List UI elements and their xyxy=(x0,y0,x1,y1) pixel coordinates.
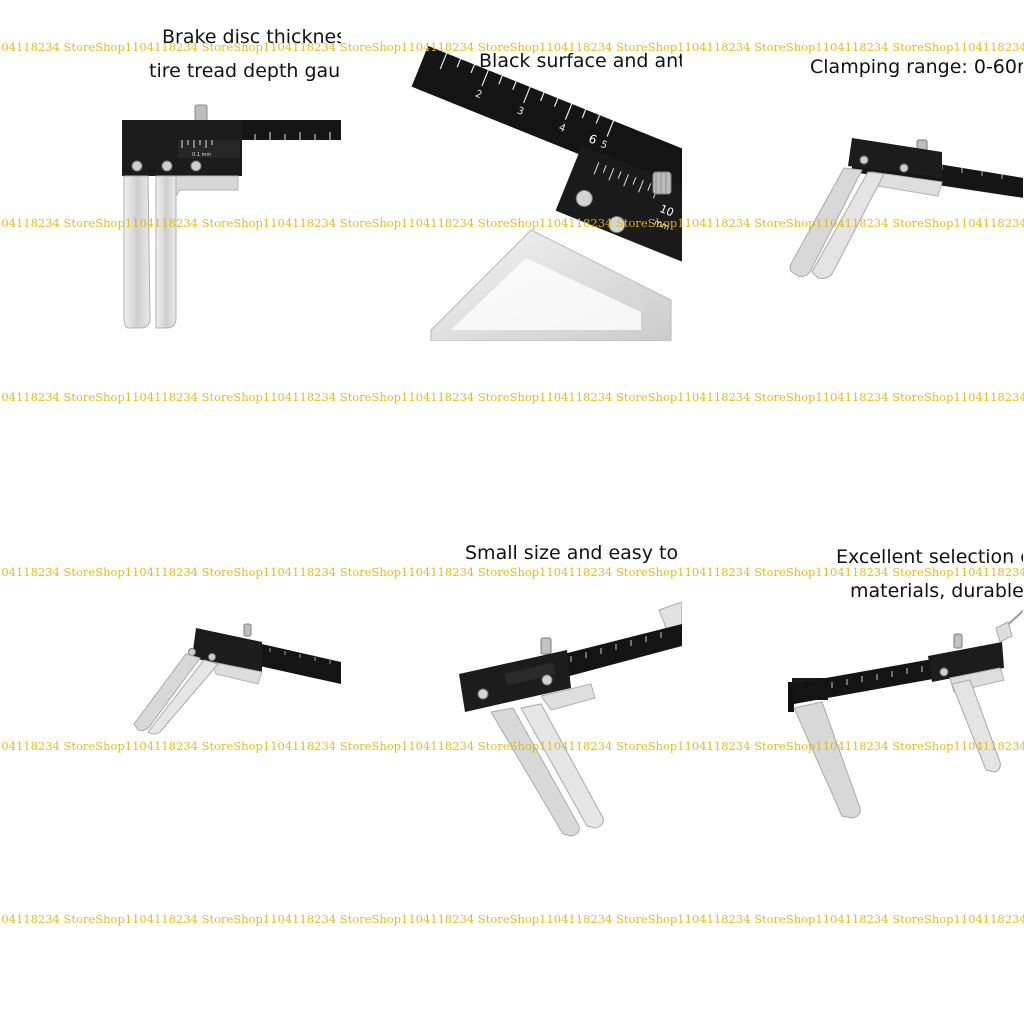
scale-number: 3 xyxy=(515,105,525,118)
scale-number: 4 xyxy=(557,122,567,135)
caption-line: materials, durable xyxy=(850,580,1023,602)
caption-line: tire tread depth gau xyxy=(149,60,341,82)
caliper-closeup-illustration: 2 3 4 5 6 10 mm xyxy=(411,45,682,341)
caliper-front-illustration: 0.1 mm xyxy=(122,104,341,329)
vernier-number: 10 xyxy=(658,202,676,219)
scale-number: 5 xyxy=(599,139,609,152)
caption-line: Brake disc thicknes xyxy=(162,26,341,48)
product-photo-small-view xyxy=(0,512,341,853)
caption-line: Black surface and ant xyxy=(479,50,682,72)
product-photo-closeup: 2 3 4 5 6 10 mm Black surface and ant xyxy=(341,0,682,341)
caption-line: Clamping range: 0-60m xyxy=(810,56,1023,78)
product-photo-front-view: 0.1 mm Brake disc thicknes tire tread de… xyxy=(0,0,341,341)
product-photo-angled-view: Clamping range: 0-60m xyxy=(682,0,1023,341)
caption-line: Small size and easy to xyxy=(465,542,679,564)
caliper-small-illustration xyxy=(133,623,341,735)
product-photo-open-view: Excellent selection o materials, durable xyxy=(682,512,1023,853)
product-photo-perspective-view: Small size and easy to xyxy=(341,512,682,853)
caliper-open-illustration xyxy=(788,609,1023,819)
watermark-text: 104118234 StoreShop1104118234 StoreShop1… xyxy=(0,390,1024,404)
caliper-perspective-illustration xyxy=(459,601,682,837)
watermark-text: 104118234 StoreShop1104118234 StoreShop1… xyxy=(0,912,1024,926)
caption-line: Excellent selection o xyxy=(836,546,1023,568)
precision-label: 0.1 mm xyxy=(192,152,211,158)
scale-number: 2 xyxy=(474,89,484,102)
caliper-angled-illustration xyxy=(789,138,1023,279)
